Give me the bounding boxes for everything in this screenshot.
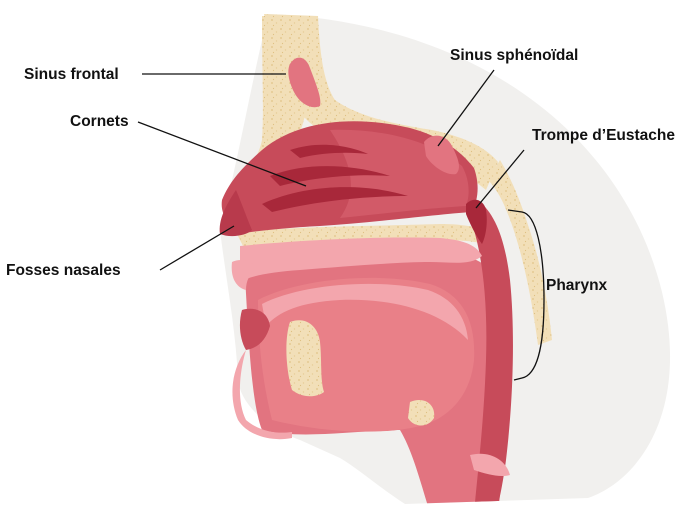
label-trompe-eustache: Trompe d’Eustache xyxy=(532,127,675,144)
label-pharynx: Pharynx xyxy=(546,277,608,294)
label-cornets: Cornets xyxy=(70,113,129,130)
label-sinus-frontal: Sinus frontal xyxy=(24,66,119,83)
label-fosses-nasales: Fosses nasales xyxy=(6,262,121,279)
label-sinus-sphenoidal: Sinus sphénoïdal xyxy=(450,47,578,64)
